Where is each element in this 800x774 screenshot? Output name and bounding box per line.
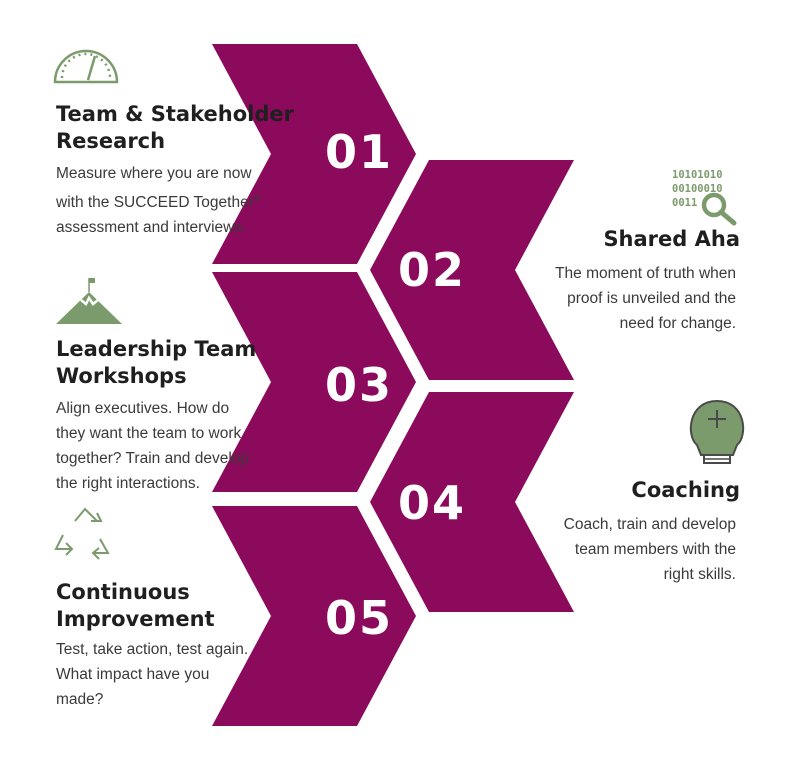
step-03-description: Align executives. How do they want the t… xyxy=(56,400,250,492)
chevron-02 xyxy=(370,160,574,380)
chevron-01 xyxy=(212,44,416,264)
magnifier-binary-icon: 10101010 00100010 0011 xyxy=(672,169,737,226)
lightbulb-icon xyxy=(689,399,745,464)
step-05-description: Test, take action, test again. What impa… xyxy=(56,641,249,708)
step-number-03: 03 xyxy=(325,358,394,412)
step-04-description: Coach, train and develop team members wi… xyxy=(563,516,736,583)
chevron-05 xyxy=(212,506,416,726)
step-02-title: Shared Aha xyxy=(603,227,740,251)
recycle-icon xyxy=(54,507,110,560)
mountain-flag-icon xyxy=(56,278,122,324)
step-number-02: 02 xyxy=(398,243,467,297)
chevron-03 xyxy=(212,272,416,492)
binary-line-2: 00100010 xyxy=(672,183,723,195)
chevron-04 xyxy=(370,392,574,612)
step-01-title: Team & Stakeholder Research xyxy=(56,102,294,153)
step-number-01: 01 xyxy=(325,125,394,179)
step-05-title: Continuous Improvement xyxy=(56,580,215,631)
step-03-title: Leadership Team Workshops xyxy=(56,337,257,388)
step-number-05: 05 xyxy=(325,591,394,645)
step-number-04: 04 xyxy=(398,476,467,530)
binary-line-3: 0011 xyxy=(672,197,697,209)
binary-line-1: 10101010 xyxy=(672,169,723,181)
step-01-description: Measure where you are now with the SUCCE… xyxy=(56,165,261,237)
gauge-icon xyxy=(53,49,119,84)
step-04-title: Coaching xyxy=(631,478,740,502)
step-02-description: The moment of truth when proof is unveil… xyxy=(555,265,736,332)
